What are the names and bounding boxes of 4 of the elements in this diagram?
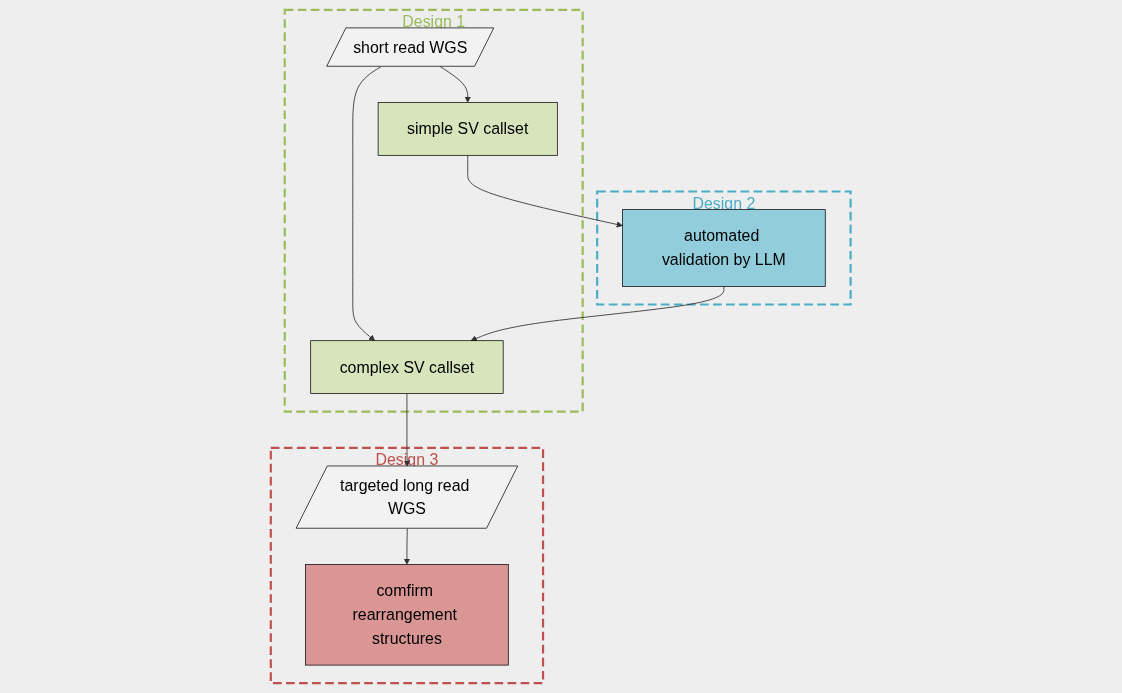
node-box: automated validation by LLM: [622, 209, 826, 287]
node-box: comfirm rearrangement structures: [305, 564, 509, 666]
node-box: complex SV callset: [310, 340, 504, 394]
node-box: simple SV callset: [378, 102, 558, 156]
